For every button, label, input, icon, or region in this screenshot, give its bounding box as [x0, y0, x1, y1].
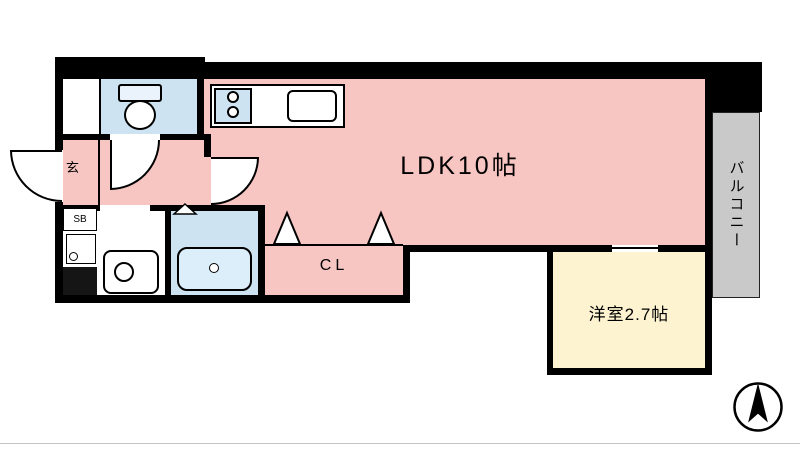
shoebox: SB — [63, 208, 97, 231]
closet-front-line — [265, 244, 403, 246]
toilet-left-partition-line — [99, 79, 101, 134]
bathtub-icon — [177, 247, 252, 291]
sliding-door-line — [612, 247, 658, 249]
western-room-label: 洋室2.7帖 — [588, 305, 670, 324]
stove-burner-icon — [227, 106, 239, 118]
room-balcony — [712, 112, 760, 298]
north-compass-icon — [733, 382, 783, 432]
shoebox-label: SB — [73, 214, 87, 225]
toilet-bowl-icon — [124, 100, 156, 130]
entrance-door-arc-icon — [10, 150, 62, 202]
wall-toilet-right — [197, 62, 204, 140]
balcony-label: バルコニー — [727, 160, 745, 250]
wall-western-bottom — [547, 368, 712, 375]
wall-toilet-bottom-left — [63, 134, 110, 140]
closet-label: CL — [319, 257, 349, 274]
wall-western-left — [547, 245, 553, 375]
pillar-block — [63, 267, 97, 295]
washer-drain-icon — [69, 252, 78, 261]
wall-toilet-bottom-right — [160, 134, 204, 140]
wall-ldk-bottom-left — [403, 245, 612, 252]
wall-washroom-top-right — [150, 205, 265, 211]
wall-corner-top-right — [705, 62, 762, 112]
wall-top — [55, 62, 712, 79]
wall-left-lower — [55, 202, 63, 303]
room-western — [553, 252, 705, 368]
wall-closet-right — [403, 245, 410, 303]
wall-bathroom-right — [258, 205, 265, 303]
bathtub-drain-icon — [209, 263, 219, 273]
bottom-edge-line — [0, 443, 800, 444]
wall-right — [705, 62, 712, 375]
room-ldk-lower — [265, 205, 705, 245]
ldk-room-label: LDK10帖 — [400, 152, 520, 180]
entrance-label: 玄 — [66, 160, 80, 175]
washbasin-bowl-icon — [114, 262, 134, 282]
stove-burner-icon — [227, 91, 239, 103]
kitchen-sink-icon — [287, 90, 337, 122]
wall-bathroom-left — [165, 211, 171, 295]
wall-bottom-left — [55, 295, 410, 303]
wall-hall-ldk-stub — [204, 134, 211, 157]
wall-top-left-thick — [55, 57, 205, 69]
wall-ldk-bottom-right — [658, 245, 712, 252]
entrance-step-line — [98, 140, 100, 205]
room-closet — [265, 245, 403, 295]
wall-left-upper — [55, 62, 63, 150]
